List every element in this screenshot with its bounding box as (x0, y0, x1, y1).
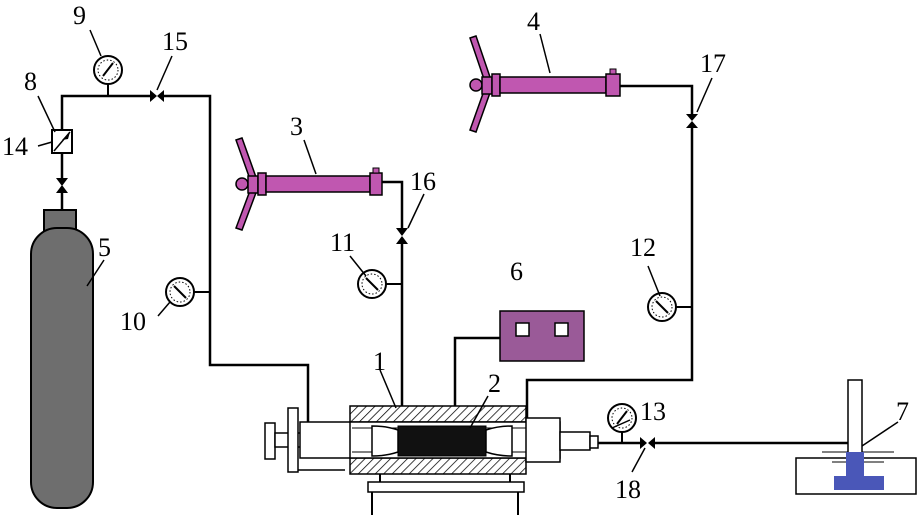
label-14: 14 (2, 132, 28, 161)
valve-gas-outlet (56, 178, 68, 193)
label-12: 12 (630, 233, 656, 262)
pressure-gauge-10 (165, 277, 195, 307)
control-box (499, 310, 585, 362)
valve-17 (686, 114, 698, 128)
label-5: 5 (98, 233, 111, 262)
pressure-gauge-11 (357, 269, 387, 299)
label-2: 2 (488, 369, 501, 398)
pressure-regulator (51, 129, 73, 154)
pressure-gauge-13 (607, 403, 637, 433)
label-17: 17 (700, 49, 726, 78)
label-1: 1 (373, 347, 386, 376)
valve-18 (640, 437, 655, 449)
pressure-gauge-12 (647, 292, 677, 322)
label-10: 10 (120, 307, 146, 336)
label-13: 13 (640, 397, 666, 426)
label-16: 16 (410, 167, 436, 196)
label-9: 9 (73, 1, 86, 30)
measuring-beaker (795, 379, 917, 495)
syringe-pump-3 (235, 137, 383, 231)
label-7: 7 (896, 397, 909, 426)
label-4: 4 (527, 7, 540, 36)
label-11: 11 (330, 228, 355, 257)
leader-lines (37, 29, 899, 473)
pressure-gauge-9 (93, 55, 123, 85)
label-15: 15 (162, 27, 188, 56)
core-holder (264, 405, 599, 515)
label-18: 18 (615, 475, 641, 504)
label-3: 3 (290, 112, 303, 141)
piping (60, 84, 854, 458)
label-8: 8 (24, 67, 37, 96)
number-labels: 1 2 3 4 5 6 7 8 9 10 11 12 13 14 15 16 1… (2, 1, 909, 504)
label-6: 6 (510, 257, 523, 286)
valve-16 (396, 228, 408, 244)
valve-15 (150, 90, 164, 102)
syringe-pump-4 (469, 35, 621, 133)
gas-cylinder (30, 209, 94, 509)
